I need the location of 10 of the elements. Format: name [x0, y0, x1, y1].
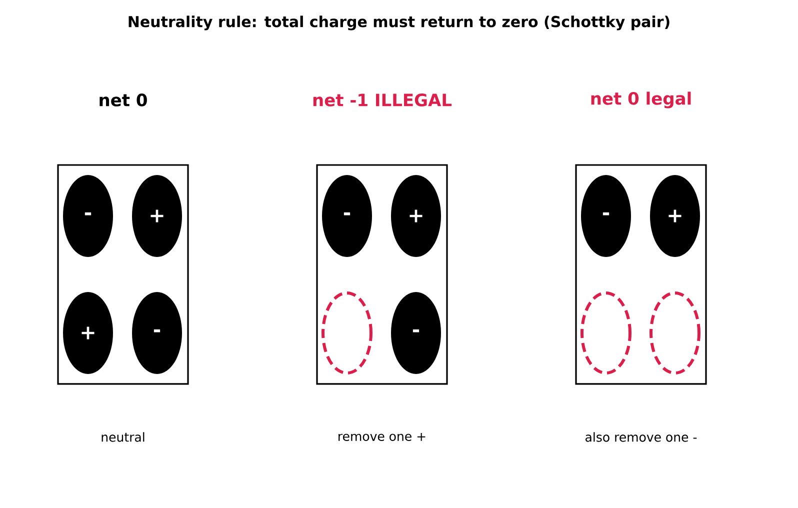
title: Neutrality rule: total charge must return to zero (Schottky pair): [128, 16, 670, 30]
vacancy-ellipse: [322, 292, 372, 374]
heading: net 0 legal: [591, 92, 691, 108]
heading: net -1 ILLEGAL: [313, 94, 452, 106]
vacancy-ellipse: [580, 292, 632, 374]
heading: net 0: [100, 94, 147, 106]
node-label: also remove one -: [586, 432, 697, 442]
node-label: neutral: [102, 432, 144, 442]
vacancy-ellipse: [650, 292, 700, 374]
node-label: remove one +: [338, 432, 426, 441]
